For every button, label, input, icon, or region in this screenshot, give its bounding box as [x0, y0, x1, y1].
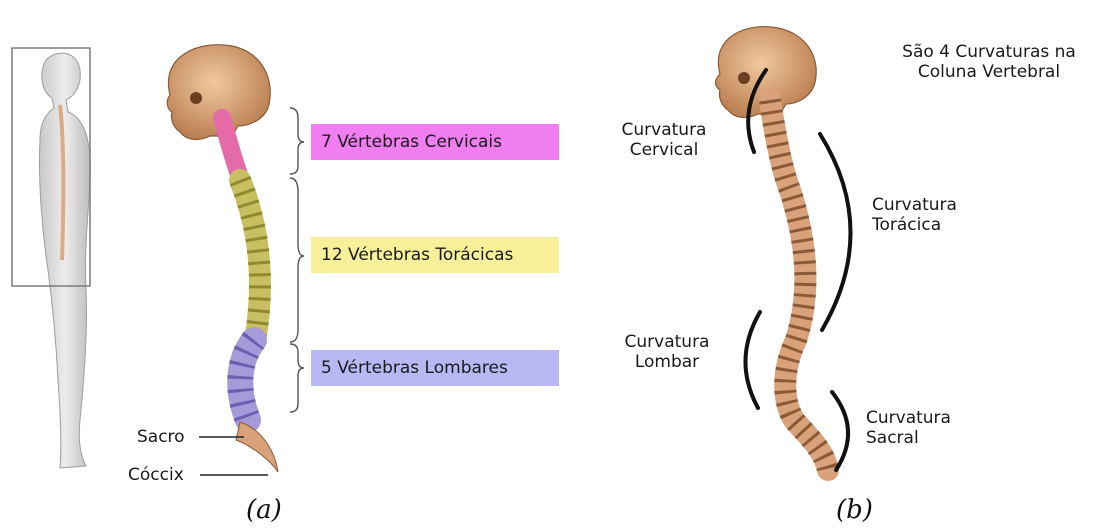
sacral-curvature-line2: Sacral	[866, 428, 951, 448]
braces	[290, 108, 304, 412]
lumbar-vertebrae-label: 5 Vértebras Lombares	[311, 350, 559, 386]
caption-b: (b)	[836, 495, 873, 525]
lumbar-curvature-line1: Curvatura	[612, 332, 722, 352]
thoracic-curvature-line1: Curvatura	[872, 195, 957, 215]
sacral-curvature-line1: Curvatura	[866, 408, 951, 428]
cervical-vertebrae-label: 7 Vértebras Cervicais	[311, 124, 559, 160]
human-body-figure	[12, 48, 90, 468]
lumbar-curvature-label: Curvatura Lombar	[612, 332, 722, 373]
spine-illustration-b	[716, 27, 829, 470]
thoracic-arc	[820, 134, 851, 330]
sacrum-label: Sacro	[137, 427, 185, 447]
sacral-curvature-label: Curvatura Sacral	[866, 408, 951, 449]
thoracic-vertebrae-label: 12 Vértebras Torácicas	[311, 237, 559, 273]
curvatures-title-line1: São 4 Curvaturas na	[884, 42, 1094, 62]
cervical-curvature-line2: Cervical	[604, 140, 724, 160]
curvatures-title-line2: Coluna Vertebral	[884, 62, 1094, 82]
cervical-curvature-line1: Curvatura	[604, 120, 724, 140]
thoracic-curvature-line2: Torácica	[872, 215, 957, 235]
cervical-curvature-label: Curvatura Cervical	[604, 120, 724, 161]
coccyx-label: Cóccix	[128, 465, 184, 485]
lumbar-arc	[745, 312, 760, 408]
spine-illustration-a	[167, 45, 278, 472]
curvatures-title: São 4 Curvaturas na Coluna Vertebral	[884, 42, 1094, 83]
lumbar-curvature-line2: Lombar	[612, 352, 722, 372]
thoracic-curvature-label: Curvatura Torácica	[872, 195, 957, 236]
caption-a: (a)	[246, 495, 282, 525]
